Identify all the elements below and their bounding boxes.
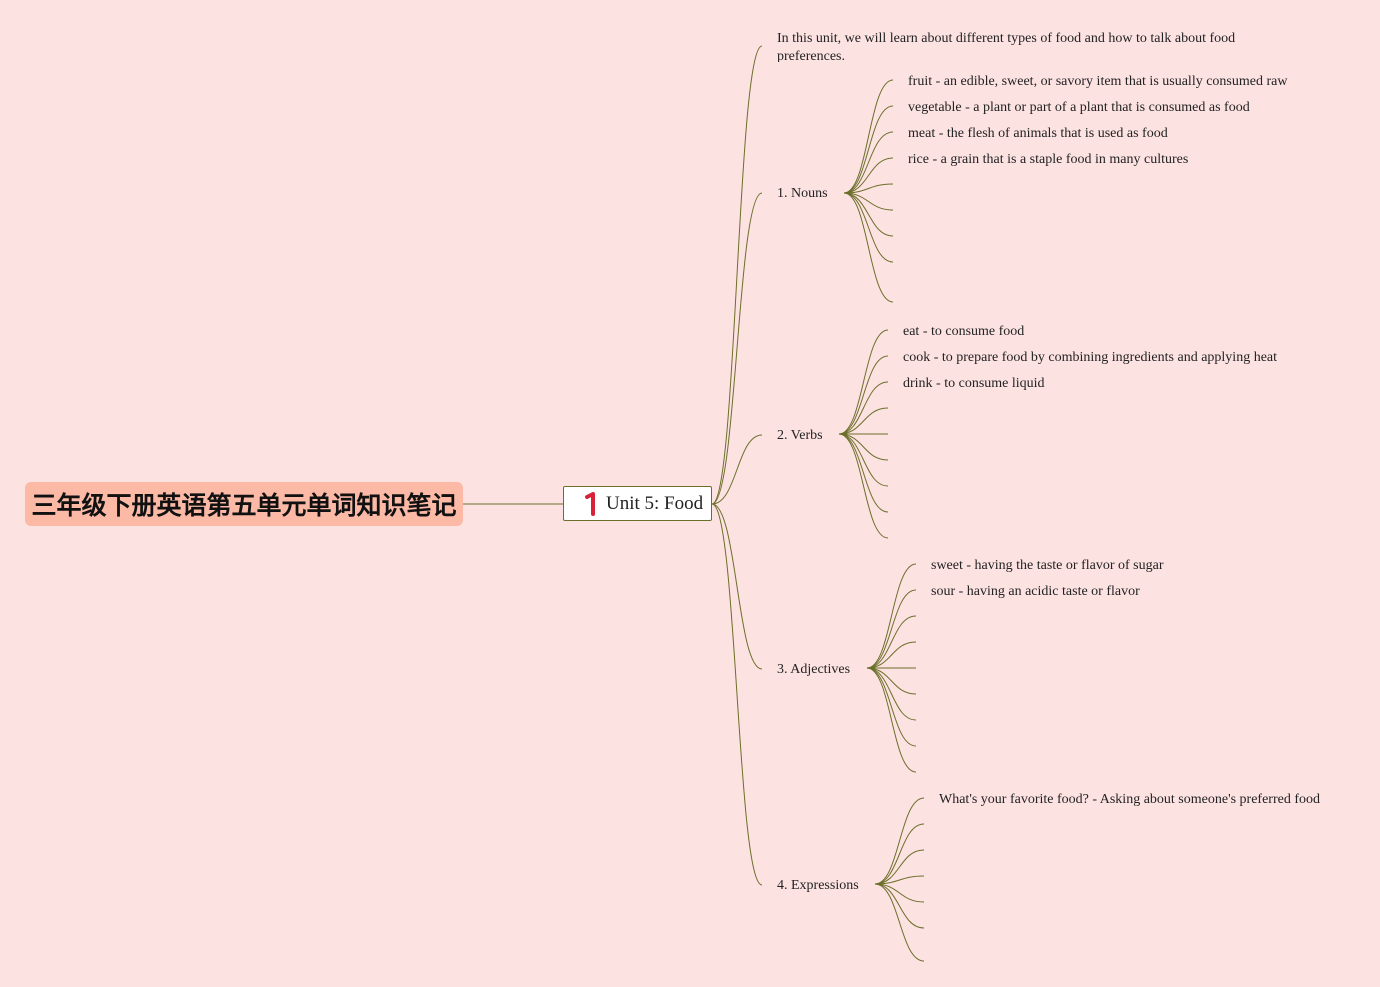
leaf-connector — [843, 192, 894, 263]
leaf-node[interactable]: eat - to consume food — [903, 323, 1024, 341]
branch-label: 3. Adjectives — [777, 662, 851, 677]
leaf-connector — [843, 183, 894, 194]
leaf-connector — [843, 79, 894, 194]
leaf-connector — [838, 355, 889, 435]
leaf-text: meat - the flesh of animals that is used… — [908, 126, 1168, 141]
branch-connector — [711, 192, 763, 505]
leaf-connector — [843, 192, 894, 303]
leaf-connector — [874, 883, 925, 929]
leaf-connector — [838, 433, 889, 539]
branch-connector — [711, 45, 763, 505]
leaf-node[interactable]: rice - a grain that is a staple food in … — [908, 151, 1188, 169]
leaf-text: What's your favorite food? - Asking abou… — [939, 792, 1320, 807]
leaf-connector — [838, 407, 889, 435]
leaf-text: drink - to consume liquid — [903, 376, 1045, 391]
root-topic[interactable]: 三年级下册英语第五单元单词知识笔记 — [25, 482, 463, 526]
leaf-text: fruit - an edible, sweet, or savory item… — [908, 74, 1288, 89]
leaf-connector — [866, 563, 917, 669]
leaf-text: sour - having an acidic taste or flavor — [931, 584, 1140, 599]
leaf-text: cook - to prepare food by combining ingr… — [903, 350, 1278, 365]
root-title: 三年级下册英语第五单元单词知识笔记 — [31, 491, 457, 520]
leaf-node[interactable]: drink - to consume liquid — [903, 375, 1045, 393]
leaf-connector — [838, 329, 889, 435]
leaf-connector — [866, 667, 917, 773]
branch-label: 4. Expressions — [777, 878, 859, 893]
leaf-node[interactable]: sour - having an acidic taste or flavor — [931, 583, 1140, 601]
leaf-node[interactable]: vegetable - a plant or part of a plant t… — [908, 99, 1250, 117]
branch-label: 2. Verbs — [777, 428, 823, 443]
branch-connector — [711, 503, 763, 886]
leaf-connector — [843, 192, 894, 211]
leaf-connector — [866, 589, 917, 669]
leaf-connector — [866, 667, 917, 747]
central-title: Unit 5: Food — [606, 492, 704, 514]
leaf-connector — [843, 192, 894, 237]
leaf-connector — [874, 883, 925, 903]
leaf-node[interactable]: sweet - having the taste or flavor of su… — [931, 557, 1163, 575]
priority-1-icon — [584, 491, 598, 516]
leaf-connector — [838, 433, 889, 487]
central-topic[interactable]: Unit 5: Food — [563, 486, 712, 521]
leaf-connector — [874, 823, 925, 885]
leaf-node[interactable]: cook - to prepare food by combining ingr… — [903, 349, 1277, 367]
branch-expressions[interactable]: 4. Expressions — [777, 877, 859, 895]
leaf-connector — [874, 797, 925, 885]
leaf-text: vegetable - a plant or part of a plant t… — [908, 100, 1250, 115]
leaf-connector — [866, 615, 917, 669]
branch-adjectives[interactable]: 3. Adjectives — [777, 661, 850, 679]
leaf-connector — [866, 641, 917, 669]
leaf-connector — [866, 667, 917, 721]
intro-node[interactable]: In this unit, we will learn about differ… — [777, 31, 1236, 62]
leaf-text: eat - to consume food — [903, 324, 1025, 339]
leaf-node[interactable]: meat - the flesh of animals that is used… — [908, 125, 1168, 143]
leaf-text: sweet - having the taste or flavor of su… — [931, 558, 1164, 573]
leaf-connector — [843, 131, 894, 194]
branch-verbs[interactable]: 2. Verbs — [777, 427, 823, 445]
leaf-connector — [838, 381, 889, 435]
branch-connector — [711, 434, 763, 505]
leaf-connector — [843, 157, 894, 194]
leaf-connector — [843, 105, 894, 194]
branch-connector — [711, 503, 763, 670]
leaf-connector — [874, 849, 925, 885]
leaf-connector — [838, 433, 889, 513]
leaf-connector — [874, 875, 925, 885]
branch-label: 1. Nouns — [777, 186, 828, 201]
branch-nouns[interactable]: 1. Nouns — [777, 185, 828, 203]
leaf-node[interactable]: fruit - an edible, sweet, or savory item… — [908, 73, 1287, 91]
leaf-text: rice - a grain that is a staple food in … — [908, 152, 1189, 167]
leaf-node[interactable]: What's your favorite food? - Asking abou… — [939, 791, 1320, 809]
leaf-connector — [874, 883, 925, 962]
